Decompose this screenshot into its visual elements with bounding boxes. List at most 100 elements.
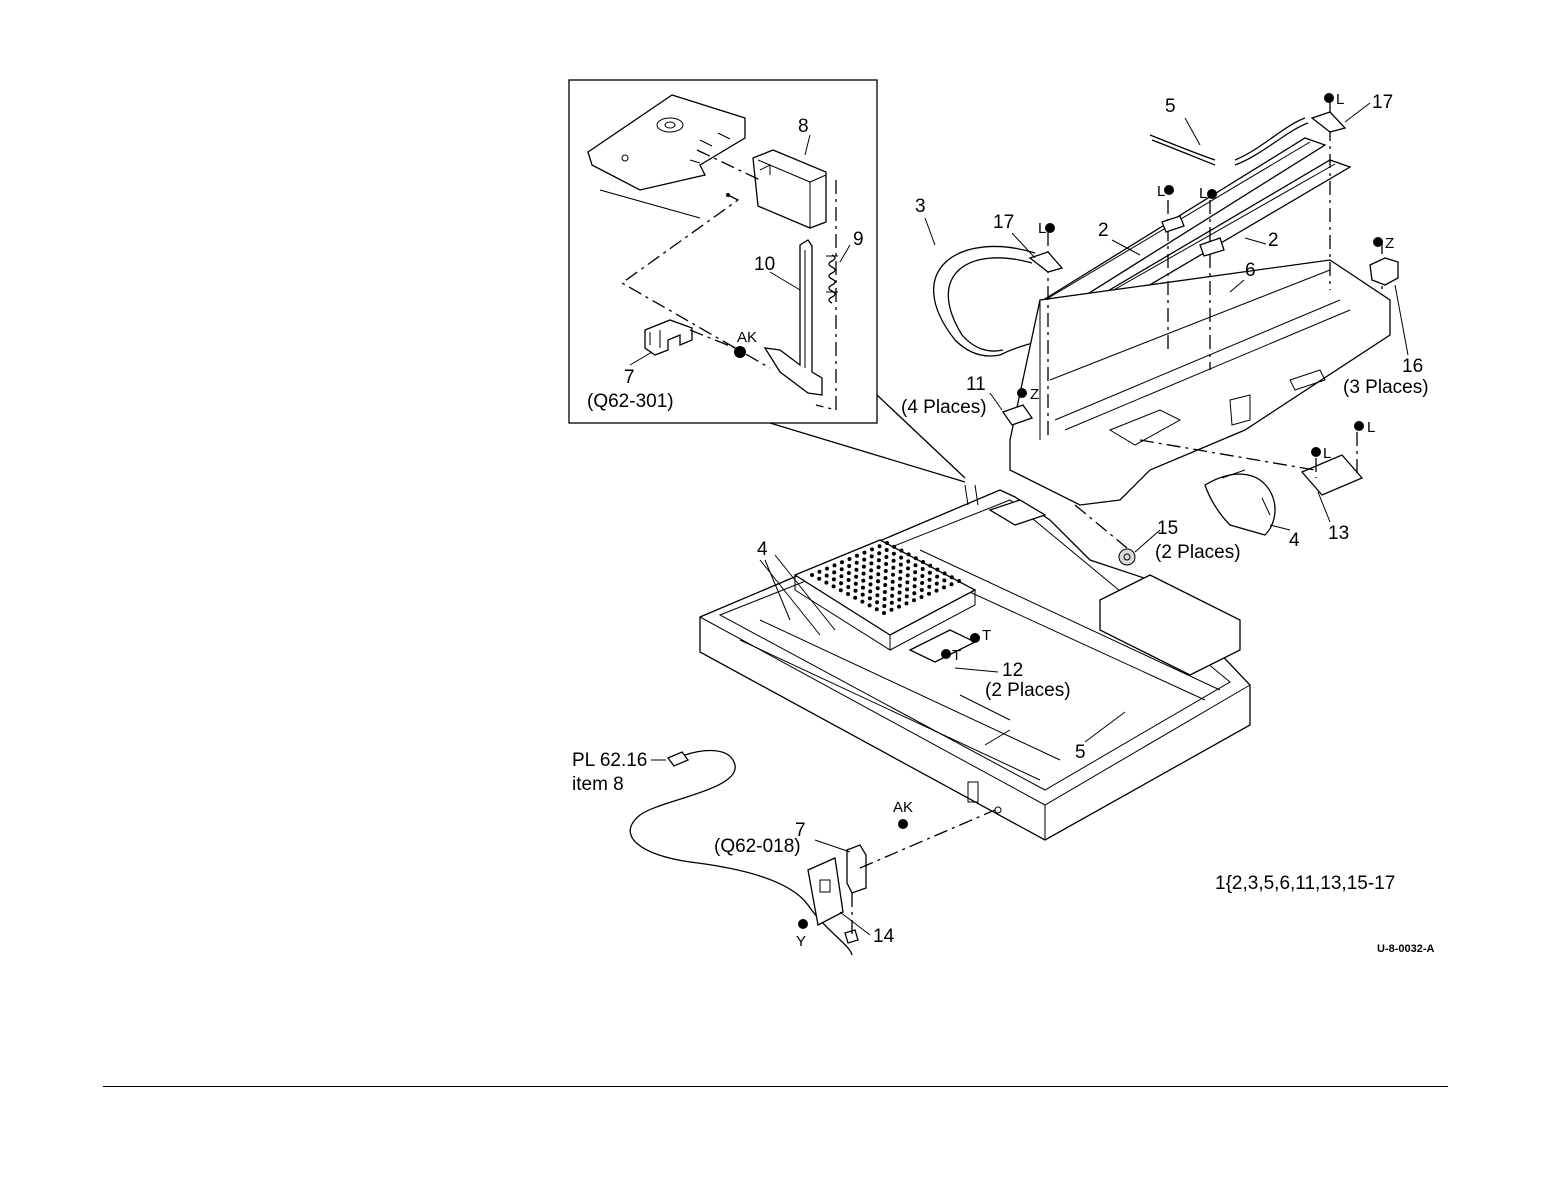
pwb-perforation bbox=[898, 584, 902, 588]
pwb-perforation bbox=[839, 588, 843, 592]
pwb-perforation bbox=[860, 600, 864, 604]
pwb-perforation bbox=[861, 586, 865, 590]
pwb-perforation bbox=[832, 577, 836, 581]
inset-ak-screw bbox=[734, 346, 746, 358]
pwb-perforation bbox=[825, 574, 829, 578]
z-screw-2 bbox=[1017, 388, 1027, 398]
pwb-perforation bbox=[935, 568, 939, 572]
pwb-perforation bbox=[892, 545, 896, 549]
pwb-perforation bbox=[913, 570, 917, 574]
pwb-perforation bbox=[847, 578, 851, 582]
label-item-15: 15 bbox=[1157, 518, 1178, 539]
label-item-6: 6 bbox=[1245, 260, 1256, 281]
pwb-perforation bbox=[884, 562, 888, 566]
pwb-perforation bbox=[861, 579, 865, 583]
pwb-perforation bbox=[928, 564, 932, 568]
pwb-perforation bbox=[875, 593, 879, 597]
pwb-perforation bbox=[950, 582, 954, 586]
pwb-perforation bbox=[907, 552, 911, 556]
screw-code-t2: T bbox=[952, 647, 961, 664]
pwb-perforation bbox=[876, 572, 880, 576]
pwb-perforation bbox=[905, 601, 909, 605]
pwb-perforation bbox=[897, 598, 901, 602]
pwb-perforation bbox=[906, 566, 910, 570]
screw-code-l6: L bbox=[1367, 419, 1375, 436]
label-item-4-right: 4 bbox=[1289, 530, 1300, 551]
pwb-perforation bbox=[847, 564, 851, 568]
pwb-perforation bbox=[890, 587, 894, 591]
pwb-perforation bbox=[878, 544, 882, 548]
pwb-perforation bbox=[840, 567, 844, 571]
pwb-perforation bbox=[839, 574, 843, 578]
pwb-perforation bbox=[935, 582, 939, 586]
pwb-perforation bbox=[875, 607, 879, 611]
pwb-perforation bbox=[914, 556, 918, 560]
pwb-perforation bbox=[848, 557, 852, 561]
pwb-perforation bbox=[817, 577, 821, 581]
pwb-perforation bbox=[862, 572, 866, 576]
pwb-perforation bbox=[818, 570, 822, 574]
inset-item-8-bracket bbox=[753, 150, 826, 228]
label-item-2-right: 2 bbox=[1268, 230, 1279, 251]
item-15-roller bbox=[1119, 549, 1135, 565]
pwb-perforation bbox=[899, 556, 903, 560]
pwb-perforation bbox=[891, 580, 895, 584]
label-item-12-places: (2 Places) bbox=[985, 680, 1071, 701]
pwb-perforation bbox=[875, 600, 879, 604]
figure-id: U-8-0032-A bbox=[1377, 943, 1435, 955]
pwb-perforation bbox=[899, 570, 903, 574]
item-17-clip-right bbox=[1312, 112, 1345, 132]
pwb-perforation bbox=[942, 585, 946, 589]
pwb-perforation bbox=[883, 583, 887, 587]
item-4-flat-cable-right bbox=[1205, 470, 1275, 535]
pwb-perforation bbox=[877, 551, 881, 555]
inset-label-10: 10 bbox=[754, 254, 775, 275]
screw-code-z1: Z bbox=[1385, 235, 1394, 252]
ak-screw-lower bbox=[898, 819, 908, 829]
l-screw-3 bbox=[1207, 189, 1217, 199]
pwb-perforation bbox=[957, 579, 961, 583]
pwb-perforation bbox=[825, 567, 829, 571]
l-screw-1 bbox=[1324, 93, 1334, 103]
pwb-perforation bbox=[854, 568, 858, 572]
pwb-perforation bbox=[861, 593, 865, 597]
pwb-perforation bbox=[898, 577, 902, 581]
pwb-perforation bbox=[883, 597, 887, 601]
pwb-perforation bbox=[840, 560, 844, 564]
pwb-perforation bbox=[921, 560, 925, 564]
pwb-perforation bbox=[854, 575, 858, 579]
pwb-perforation bbox=[877, 558, 881, 562]
pwb-perforation bbox=[928, 571, 932, 575]
pwb-perforation bbox=[868, 589, 872, 593]
pwb-perforation bbox=[810, 573, 814, 577]
pwb-perforation bbox=[950, 575, 954, 579]
l-screw-6 bbox=[1354, 421, 1364, 431]
pwb-perforation bbox=[906, 573, 910, 577]
screw-code-l4: L bbox=[1038, 220, 1046, 237]
pwb-perforation bbox=[898, 591, 902, 595]
pwb-perforation bbox=[927, 585, 931, 589]
label-item-16: 16 bbox=[1402, 356, 1423, 377]
pwb-perforation bbox=[891, 573, 895, 577]
pwb-perforation bbox=[862, 558, 866, 562]
inset-label-8: 8 bbox=[798, 116, 809, 137]
item-16-clip bbox=[1370, 258, 1398, 285]
pwb-perforation bbox=[870, 554, 874, 558]
label-pl-ref: PL 62.16 bbox=[572, 750, 647, 771]
pwb-perforation bbox=[854, 582, 858, 586]
label-item-11: 11 bbox=[966, 374, 986, 395]
pwb-perforation bbox=[914, 563, 918, 567]
pwb-perforation bbox=[899, 549, 903, 553]
inset-label-9: 9 bbox=[853, 229, 864, 250]
pwb-perforation bbox=[869, 561, 873, 565]
label-item-5-bottom: 5 bbox=[1075, 742, 1086, 763]
pwb-perforation bbox=[912, 598, 916, 602]
pwb-perforation bbox=[839, 581, 843, 585]
pwb-perforation bbox=[832, 570, 836, 574]
screw-code-z2: Z bbox=[1030, 386, 1039, 403]
pwb-perforation bbox=[868, 603, 872, 607]
screw-code-l5: L bbox=[1323, 445, 1331, 462]
pwb-perforation bbox=[862, 565, 866, 569]
y-screw bbox=[798, 919, 808, 929]
